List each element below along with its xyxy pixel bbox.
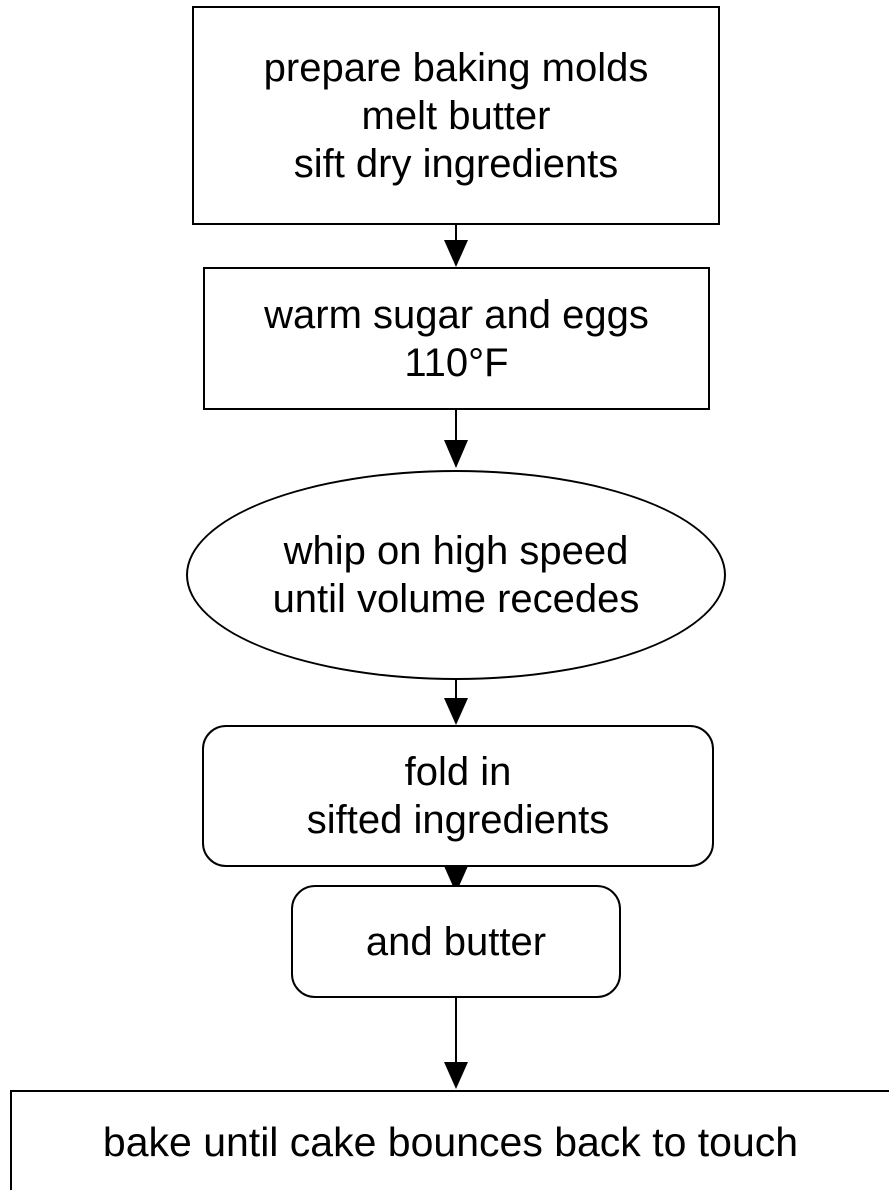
step-fold-box: fold in sifted ingredients — [202, 725, 714, 867]
arrow-butter-to-bake — [444, 998, 468, 1089]
step-butter-line-1: and butter — [365, 919, 547, 964]
step-prepare-box: prepare baking molds melt butter sift dr… — [192, 6, 720, 225]
step-bake-line-1: bake until cake bounces back to touch — [102, 1119, 799, 1165]
arrow-warm-to-whip — [444, 410, 468, 468]
step-whip-ellipse: whip on high speed until volume recedes — [186, 470, 726, 680]
step-bake-box: bake until cake bounces back to touch — [10, 1090, 889, 1190]
step-prepare-line-2: melt butter — [361, 93, 551, 138]
step-prepare-line-1: prepare baking molds — [263, 45, 649, 90]
step-butter-box: and butter — [291, 885, 621, 998]
arrow-prepare-to-warm — [444, 225, 468, 267]
step-warm-line-1: warm sugar and eggs — [264, 292, 649, 337]
step-whip-line-1: whip on high speed — [283, 529, 629, 573]
step-prepare-line-3: sift dry ingredients — [293, 141, 619, 186]
step-warm-box: warm sugar and eggs 110°F — [203, 267, 710, 410]
step-whip-line-2: until volume recedes — [272, 577, 640, 621]
step-fold-line-1: fold in — [404, 750, 512, 794]
step-fold-line-2: sifted ingredients — [306, 798, 610, 842]
step-warm-line-2: 110°F — [404, 340, 509, 385]
